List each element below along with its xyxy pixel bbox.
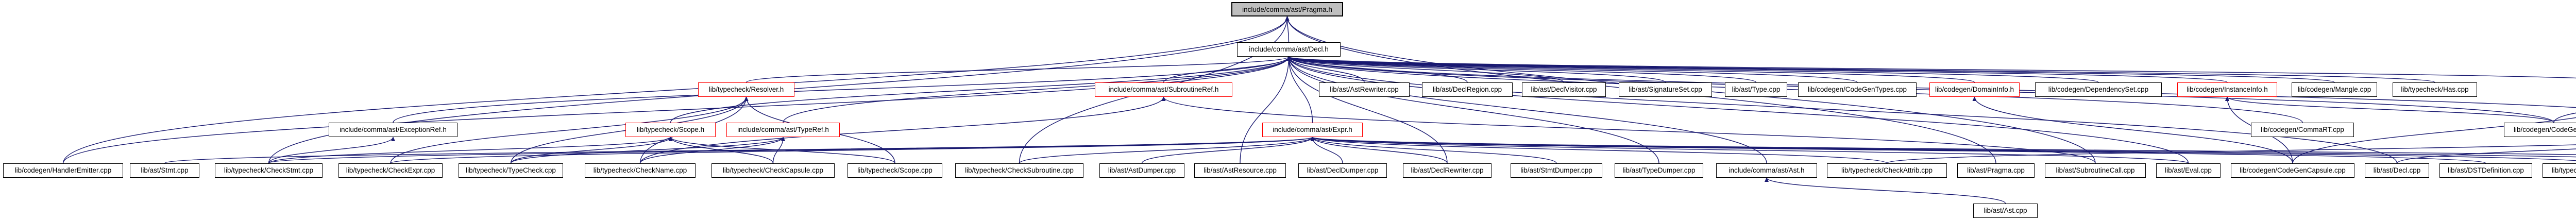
- include-edge-codegen_cpp-to-instanceinfo_h: [2225, 96, 2554, 123]
- graph-node-instanceinfo-h[interactable]: lib/codegen/InstanceInfo.h: [2177, 82, 2277, 97]
- graph-node-subroutinecall-cpp[interactable]: lib/ast/SubroutineCall.cpp: [2045, 163, 2146, 178]
- graph-node-ast-h[interactable]: include/comma/ast/Ast.h: [1716, 163, 1817, 178]
- graph-node-commart-cpp[interactable]: lib/codegen/CommaRT.cpp: [2251, 123, 2354, 137]
- include-edge-has_cpp-to-decl_h: [1287, 56, 2435, 83]
- include-edge-checkexpr_cpp-to-expr_h: [390, 137, 1314, 164]
- graph-node-decl-cpp[interactable]: lib/ast/Decl.cpp: [2365, 163, 2429, 178]
- graph-node-checkattrib-cpp[interactable]: lib/typecheck/CheckAttrib.cpp: [1827, 163, 1947, 178]
- include-edge-typeref_h-to-decl_h: [783, 56, 1291, 123]
- graph-node-astresource-cpp[interactable]: lib/ast/AstResource.cpp: [1194, 163, 1286, 178]
- graph-node-typeref-h[interactable]: include/comma/ast/TypeRef.h: [726, 123, 840, 137]
- include-edge-checkname_cpp-to-typeref_h: [639, 137, 785, 164]
- include-edge-checkattrib_cpp-to-expr_h: [1310, 137, 1888, 164]
- graph-node-expr-h[interactable]: include/comma/ast/Expr.h: [1262, 123, 1363, 137]
- graph-node-typecheck-cpp[interactable]: lib/typecheck/TypeCheck.cpp: [459, 163, 563, 178]
- include-edge-handleremitter_cpp-to-decl_h: [62, 56, 1291, 164]
- include-edge-srinfo_h-to-decl_h: [1287, 56, 2576, 79]
- include-edge-checkagg_cpp-to-expr_h: [1311, 137, 2576, 161]
- graph-node-codegencapsule-cpp[interactable]: lib/codegen/CodeGenCapsule.cpp: [2231, 163, 2354, 178]
- graph-node-checksubroutine-cpp[interactable]: lib/typecheck/CheckSubroutine.cpp: [955, 163, 1083, 178]
- include-edge-typecheck_cpp-to-scope_h: [510, 137, 673, 164]
- graph-node-exceptionref-h[interactable]: include/comma/ast/ExceptionRef.h: [329, 123, 457, 137]
- graph-node-declvisitor-cpp[interactable]: lib/ast/DeclVisitor.cpp: [1522, 82, 1606, 97]
- include-edge-eval_cpp-to-decl_h: [1286, 56, 2189, 164]
- graph-node-stmt-cpp[interactable]: lib/ast/Stmt.cpp: [130, 163, 199, 178]
- include-edge-codegentypes_cpp-to-decl_h: [1286, 56, 1858, 83]
- graph-node-declrewriter-cpp[interactable]: lib/ast/DeclRewriter.cpp: [1403, 163, 1492, 178]
- include-edge-astdumper_cpp-to-expr_h: [1141, 137, 1315, 164]
- graph-node-dependencyset-cpp[interactable]: lib/codegen/DependencySet.cpp: [2035, 82, 2162, 97]
- include-edge-codegen_cpp-to-decl_h: [1286, 56, 2554, 123]
- graph-node-domaininfo-h[interactable]: lib/codegen/DomainInfo.h: [1929, 82, 2020, 97]
- include-edge-declrewriter_cpp-to-decl_h: [1286, 56, 1448, 164]
- graph-node-signatureset-cpp[interactable]: lib/ast/SignatureSet.cpp: [1619, 82, 1712, 97]
- include-edge-checkexpr_cpp-to-resolver_h: [390, 96, 749, 164]
- graph-node-checkname-cpp[interactable]: lib/typecheck/CheckName.cpp: [585, 163, 696, 178]
- include-edge-scope_h-to-decl_h: [670, 56, 1291, 123]
- graph-node-resolver-h[interactable]: lib/typecheck/Resolver.h: [698, 82, 794, 97]
- graph-node-handleremitter-cpp[interactable]: lib/codegen/HandlerEmitter.cpp: [3, 163, 123, 178]
- graph-node-astdumper-cpp[interactable]: lib/ast/AstDumper.cpp: [1099, 163, 1184, 178]
- include-edge-codegencall_cpp-to-expr_h: [1311, 137, 2576, 158]
- include-edge-exceptionref_h-to-decl_h: [393, 56, 1291, 123]
- graph-node-type-cpp[interactable]: lib/ast/Type.cpp: [1725, 82, 1787, 97]
- include-edge-typecheck_cpp-to-typeref_h: [510, 137, 785, 164]
- include-edge-resolver_h-to-decl_h: [745, 56, 1291, 83]
- include-edge-codegencapsule_cpp-to-srinfo_h: [2292, 117, 2576, 164]
- graph-node-decl-h[interactable]: include/comma/ast/Decl.h: [1237, 42, 1341, 57]
- include-edge-expr_h-to-decl_h: [1286, 56, 1313, 123]
- include-edge-decl_cpp-to-attribdecl_h: [2396, 148, 2576, 164]
- include-edge-scope_cpp-to-scope_h: [668, 137, 895, 164]
- include-edge-subroutinecall_cpp-to-subroutineref_h: [1161, 96, 2096, 164]
- include-edge-checkstmt_cpp-to-exceptionref_h: [268, 137, 395, 164]
- include-edge-dependencyset_cpp-to-decl_h: [1287, 56, 2099, 83]
- graph-node-typedumper-cpp[interactable]: lib/ast/TypeDumper.cpp: [1615, 163, 1703, 178]
- include-edge-checksubroutine_cpp-to-expr_h: [1019, 137, 1315, 164]
- graph-node-has-cpp[interactable]: lib/typecheck/Has.cpp: [2393, 82, 2477, 97]
- include-edge-eval_cpp-to-expr_h: [1311, 137, 2189, 164]
- graph-node-stmtdumper-cpp[interactable]: lib/ast/StmtDumper.cpp: [1511, 163, 1602, 178]
- include-edge-codegen_cpp-to-srinfo_h: [2553, 112, 2576, 123]
- graph-node-subroutineref-h[interactable]: include/comma/ast/SubroutineRef.h: [1095, 82, 1232, 97]
- graph-node-dstdefinition-cpp[interactable]: lib/ast/DSTDefinition.cpp: [2439, 163, 2532, 178]
- graph-node-scope-h[interactable]: lib/typecheck/Scope.h: [625, 123, 716, 137]
- graph-node-scope-cpp[interactable]: lib/typecheck/Scope.cpp: [848, 163, 942, 178]
- include-edge-codegenroutine_cpp-to-expr_h: [1311, 137, 2576, 155]
- include-edge-handleremitter_cpp-to-pragma_h: [62, 16, 1290, 164]
- include-edge-type_cpp-to-decl_h: [1286, 56, 1757, 83]
- graph-node-checkexpr-cpp[interactable]: lib/typecheck/CheckExpr.cpp: [338, 163, 443, 178]
- include-edge-domaininfo_h-to-decl_h: [1286, 56, 1975, 83]
- graph-node-astrewriter-cpp[interactable]: lib/ast/AstRewriter.cpp: [1319, 82, 1410, 97]
- include-edge-signatureset_cpp-to-decl_h: [1286, 56, 1666, 83]
- graph-node-codegen-cpp[interactable]: lib/codegen/CodeGen.cpp: [2504, 123, 2576, 137]
- graph-node-checkcapsule-cpp[interactable]: lib/typecheck/CheckCapsule.cpp: [711, 163, 835, 178]
- graph-node-pragma-cpp[interactable]: lib/ast/Pragma.cpp: [1957, 163, 2035, 178]
- include-edge-typedumper_cpp-to-decl_h: [1286, 56, 1659, 164]
- graph-node-mangle-cpp[interactable]: lib/codegen/Mangle.cpp: [2292, 82, 2377, 97]
- include-edge-checkattrib_cpp-to-attribdecl_h: [1886, 144, 2576, 164]
- include-edge-decl_cpp-to-decl_h: [1286, 56, 2398, 164]
- include-edge-checkname_cpp-to-subroutineref_h: [639, 96, 1166, 164]
- include-edge-ast_cpp-to-ast_h: [1765, 177, 2006, 204]
- include-edge-checkstmt_cpp-to-scope_h: [268, 137, 673, 164]
- graph-node-checkstmt-cpp[interactable]: lib/typecheck/CheckStmt.cpp: [215, 163, 323, 178]
- include-edge-codegencapsule_cpp-to-domaininfo_h: [1972, 96, 2293, 164]
- graph-node-pragma-h: include/comma/ast/Pragma.h: [1231, 2, 1343, 16]
- graph-node-codegentypes-cpp[interactable]: lib/codegen/CodeGenTypes.cpp: [1798, 82, 1917, 97]
- graph-node-ast-cpp[interactable]: lib/ast/Ast.cpp: [1973, 204, 2038, 218]
- include-edge-ast_h-to-decl_h: [1286, 56, 1767, 164]
- graph-node-checkagg-cpp[interactable]: lib/typecheck/CheckAgg.cpp: [2543, 163, 2576, 178]
- include-edge-declrewriter_cpp-to-expr_h: [1310, 137, 1448, 164]
- graph-node-eval-cpp[interactable]: lib/ast/Eval.cpp: [2156, 163, 2221, 178]
- include-edge-stmtdumper_cpp-to-expr_h: [1310, 137, 1557, 164]
- graph-node-decldumper-cpp[interactable]: lib/ast/DeclDumper.cpp: [1298, 163, 1387, 178]
- include-edge-stmt_cpp-to-expr_h: [164, 137, 1314, 164]
- include-edge-checkcapsule_cpp-to-typeref_h: [772, 137, 785, 164]
- include-edge-mangle_cpp-to-decl_h: [1287, 56, 2335, 83]
- include-edge-commart_cpp-to-decl_h: [1286, 56, 2303, 123]
- include-edge-astresource_cpp-to-decl_h: [1240, 56, 1291, 164]
- graph-node-declregion-cpp[interactable]: lib/ast/DeclRegion.cpp: [1422, 82, 1513, 97]
- include-edge-checkcapsule_cpp-to-scope_h: [668, 137, 774, 164]
